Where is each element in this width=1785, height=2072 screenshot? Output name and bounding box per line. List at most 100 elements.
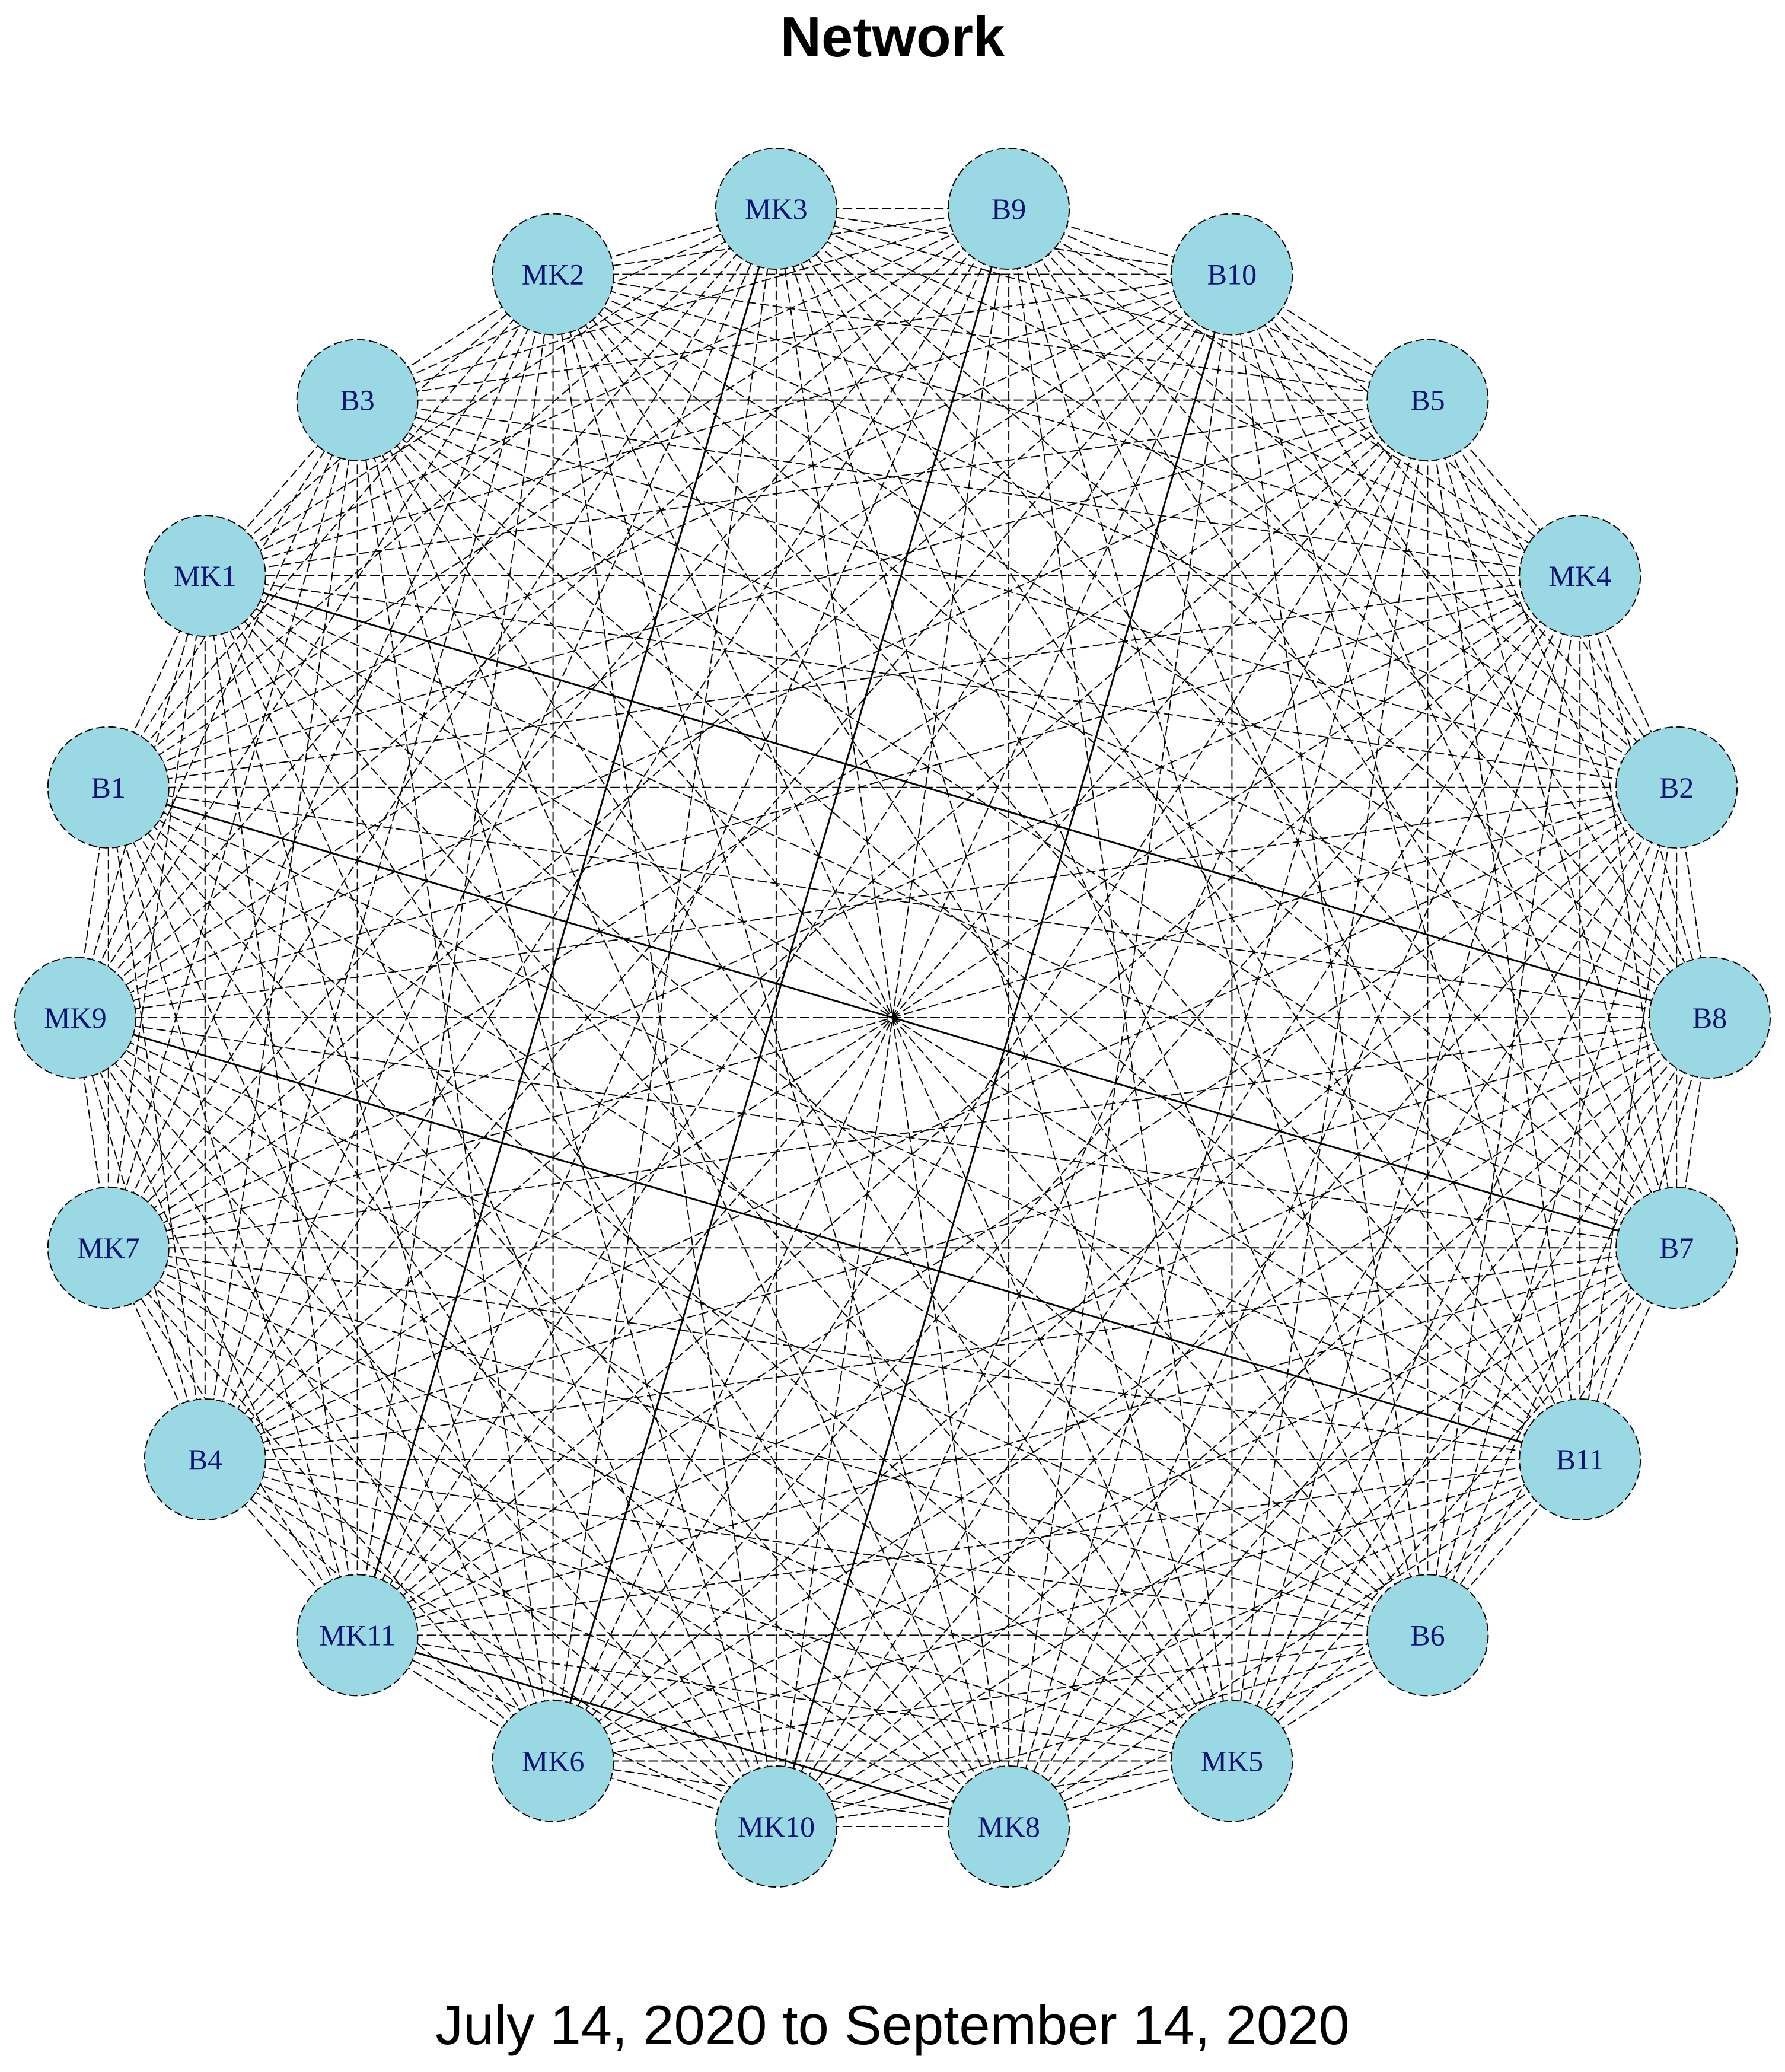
node-label: MK3 (745, 192, 808, 225)
node-label: B8 (1692, 1001, 1727, 1034)
edge-b9-b11 (1008, 208, 1581, 1460)
edge-b5-mk5 (1231, 400, 1429, 1761)
edge-b2-b6 (1427, 787, 1678, 1636)
edge-b10-b7 (1231, 274, 1678, 1248)
edge-b7-b3 (357, 399, 1677, 1249)
edge-b2-mk10 (776, 787, 1677, 1827)
edge-layer (75, 208, 1710, 1828)
node-label: MK11 (319, 1618, 396, 1652)
node-mk2: MK2 (492, 213, 614, 336)
edge-b8-mk2 (553, 273, 1710, 1018)
edge-b11-mk10 (776, 1459, 1580, 1827)
edge-b5-b1 (108, 399, 1428, 788)
edge-b1-mk2 (108, 273, 554, 788)
diagram-title: Network (780, 5, 1005, 69)
edge-b10-mk11 (356, 273, 1233, 1636)
edge-b4-b3 (204, 400, 358, 1460)
edge-mk11-mk3 (356, 208, 777, 1636)
node-b8: B8 (1649, 957, 1771, 1079)
edge-mk4-b6 (1427, 575, 1581, 1636)
edge-b8-mk3 (776, 208, 1710, 1018)
edge-mk5-b3 (356, 400, 1233, 1762)
node-label: B9 (992, 192, 1026, 225)
edge-b9-b2 (1008, 208, 1677, 788)
node-circle (492, 1700, 614, 1822)
node-circle (14, 957, 136, 1079)
edge-b5-b4 (205, 399, 1429, 1460)
edge-b7-mk1 (205, 575, 1677, 1249)
edge-mk8-mk7 (108, 1247, 1009, 1827)
edge-mk9-mk2 (75, 273, 554, 1018)
edge-b10-mk9 (75, 273, 1232, 1018)
edge-mk10-mk7 (108, 1247, 777, 1827)
node-mk5: MK5 (1171, 1700, 1293, 1822)
node-b1: B1 (47, 726, 170, 849)
edge-mk5-mk3 (775, 208, 1233, 1761)
node-label: B2 (1659, 771, 1694, 804)
edge-mk10-mk1 (204, 575, 777, 1827)
edge-b5-mk2 (553, 273, 1428, 401)
edge-mk5-mk7 (108, 1247, 1232, 1762)
edge-b11-mk9 (75, 1016, 1580, 1461)
edge-mk5-mk1 (205, 575, 1233, 1762)
node-circle (144, 1398, 266, 1520)
edge-mk4-mk7 (108, 575, 1580, 1249)
node-mk1: MK1 (144, 515, 266, 637)
edge-b9-mk7 (108, 208, 1009, 1248)
edge-b9-b3 (357, 208, 1009, 401)
edge-b9-b1 (108, 208, 1009, 788)
edge-mk11-mk1 (204, 575, 358, 1636)
node-mk7: MK7 (47, 1187, 170, 1309)
edge-mk4-mk11 (356, 575, 1580, 1636)
edge-b2-mk3 (776, 208, 1677, 788)
edge-mk6-mk7 (108, 1247, 554, 1762)
node-circle (1615, 1187, 1738, 1309)
edge-b8-b4 (205, 1017, 1710, 1460)
node-b2: B2 (1615, 726, 1738, 849)
node-b9: B9 (948, 148, 1070, 270)
edge-b8-mk7 (108, 1017, 1710, 1249)
edge-b10-b2 (1231, 273, 1677, 788)
node-circle (715, 1765, 837, 1888)
edge-b10-b8 (1231, 273, 1710, 1018)
edge-b2-mk2 (553, 273, 1677, 788)
node-label: MK6 (522, 1745, 585, 1778)
edge-b4-mk3 (204, 208, 777, 1460)
node-circle (1519, 1398, 1641, 1520)
edge-mk4-b7 (1579, 575, 1678, 1248)
node-circle (296, 339, 419, 461)
edge-b5-mk10 (775, 400, 1429, 1827)
edge-mk6-b3 (356, 400, 554, 1761)
node-b6: B6 (1366, 1574, 1489, 1697)
edge-b5-mk7 (108, 399, 1428, 1249)
edge-mk4-mk2 (553, 273, 1580, 576)
edge-mk6-mk1 (204, 575, 554, 1761)
edge-b10-mk1 (205, 273, 1232, 576)
edge-mk8-b3 (356, 400, 1010, 1827)
node-label: MK5 (1201, 1745, 1264, 1778)
edge-b6-mk3 (775, 208, 1429, 1636)
edge-b1-mk3 (108, 208, 777, 788)
edge-b6-mk6 (553, 1634, 1428, 1762)
node-b11: B11 (1519, 1398, 1641, 1520)
edge-mk9-b3 (75, 400, 358, 1018)
edge-b4-b1 (107, 787, 206, 1460)
edge-b10-b6 (1231, 274, 1429, 1636)
node-circle (1519, 515, 1641, 637)
node-circle (948, 1765, 1070, 1888)
edge-mk10-mk2 (552, 274, 777, 1827)
node-b7: B7 (1615, 1187, 1738, 1309)
node-circle (1649, 957, 1771, 1079)
edge-b9-mk1 (205, 208, 1009, 576)
node-circle (144, 515, 266, 637)
edge-b8-mk8 (1008, 1017, 1710, 1827)
edge-b11-mk2 (552, 273, 1580, 1460)
edge-mk11-mk2 (356, 274, 554, 1636)
node-label: B6 (1410, 1618, 1445, 1652)
edge-mk8-mk3 (775, 208, 1010, 1827)
edge-b8-b6 (1427, 1017, 1710, 1636)
node-circle (47, 1187, 170, 1309)
edge-mk10-b4 (205, 1459, 777, 1827)
edge-b6-mk10 (776, 1634, 1428, 1827)
edge-b5-b11 (1427, 400, 1581, 1460)
